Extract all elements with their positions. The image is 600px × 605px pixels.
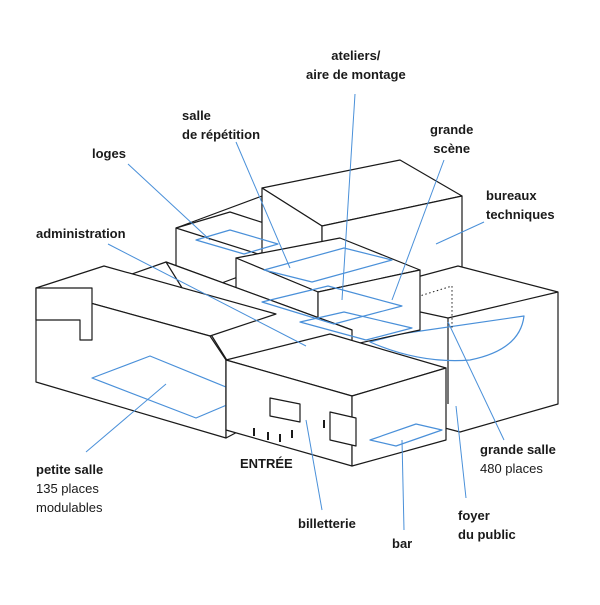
label-grande-scene: grande scène bbox=[430, 120, 473, 158]
pointer-lines bbox=[85, 93, 505, 531]
label-billetterie-line1: billetterie bbox=[298, 516, 356, 531]
label-foyer: foyer du public bbox=[458, 506, 516, 544]
label-foyer-line2: du public bbox=[458, 527, 516, 542]
label-administration: administration bbox=[36, 224, 126, 243]
foyer-block bbox=[225, 333, 447, 467]
label-grande-salle: grande salle 480 places bbox=[480, 440, 556, 478]
label-loges-line1: loges bbox=[92, 146, 126, 161]
label-bar: bar bbox=[392, 534, 412, 553]
label-billetterie: billetterie bbox=[298, 514, 356, 533]
label-ateliers-line1: ateliers/ bbox=[331, 48, 381, 63]
label-loges: loges bbox=[92, 144, 126, 163]
label-petite-salle-line3: modulables bbox=[36, 500, 103, 515]
label-ateliers-line2: aire de montage bbox=[306, 67, 406, 82]
label-bureaux: bureaux techniques bbox=[486, 186, 555, 224]
label-grande-scene-line1: grande bbox=[430, 122, 474, 137]
label-grande-salle-line1: grande salle bbox=[480, 442, 556, 457]
label-salle-repetition-line1: salle bbox=[182, 108, 211, 123]
label-petite-salle: petite salle 135 places modulables bbox=[36, 460, 103, 517]
label-entree-line1: ENTRÉE bbox=[240, 456, 293, 471]
label-bureaux-line1: bureaux bbox=[486, 188, 537, 203]
room-repetition bbox=[263, 247, 393, 283]
label-foyer-line1: foyer bbox=[458, 508, 490, 523]
label-ateliers: ateliers/ aire de montage bbox=[306, 46, 406, 84]
label-entree: ENTRÉE bbox=[240, 454, 293, 473]
room-loges bbox=[195, 229, 279, 255]
label-administration-line1: administration bbox=[36, 226, 126, 241]
entrance-markers bbox=[253, 420, 325, 442]
room-ateliers bbox=[261, 285, 403, 325]
label-bar-line1: bar bbox=[392, 536, 413, 551]
label-salle-repetition-line2: de répétition bbox=[182, 127, 261, 142]
label-bureaux-line2: techniques bbox=[486, 207, 555, 222]
label-grande-salle-line2: 480 places bbox=[480, 461, 543, 476]
label-grande-scene-line2: scène bbox=[433, 141, 471, 156]
label-salle-repetition: salle de répétition bbox=[182, 106, 260, 144]
label-petite-salle-line1: petite salle bbox=[36, 462, 104, 477]
room-scene bbox=[299, 311, 413, 341]
label-petite-salle-line2: 135 places bbox=[36, 481, 99, 496]
